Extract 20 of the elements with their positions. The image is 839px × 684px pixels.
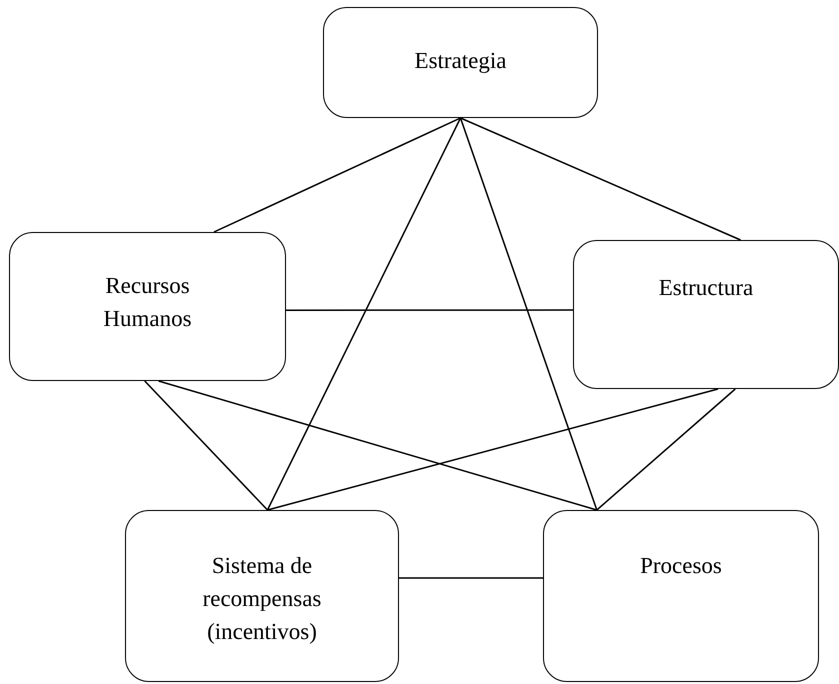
connector-line	[460, 118, 598, 510]
node-label: Recursos Humanos	[102, 272, 193, 333]
process-box	[543, 510, 819, 682]
node-label: Estructura	[658, 274, 754, 302]
node-label: Sistema de recompensas (incentivos)	[202, 552, 322, 646]
connector-line	[399, 577, 543, 579]
connector-line	[214, 117, 461, 233]
connector-line	[266, 118, 462, 510]
connector-line	[144, 380, 268, 511]
process-box	[573, 240, 839, 389]
node-label: Estrategia	[414, 47, 508, 75]
connector-line	[158, 380, 598, 511]
process-box	[323, 7, 598, 118]
node-label: Procesos	[639, 552, 723, 580]
connector-line	[267, 388, 718, 511]
process-box	[9, 232, 286, 381]
connector-line	[286, 309, 573, 311]
connector-line	[596, 388, 736, 511]
process-box	[125, 510, 399, 682]
connector-line	[460, 117, 741, 241]
